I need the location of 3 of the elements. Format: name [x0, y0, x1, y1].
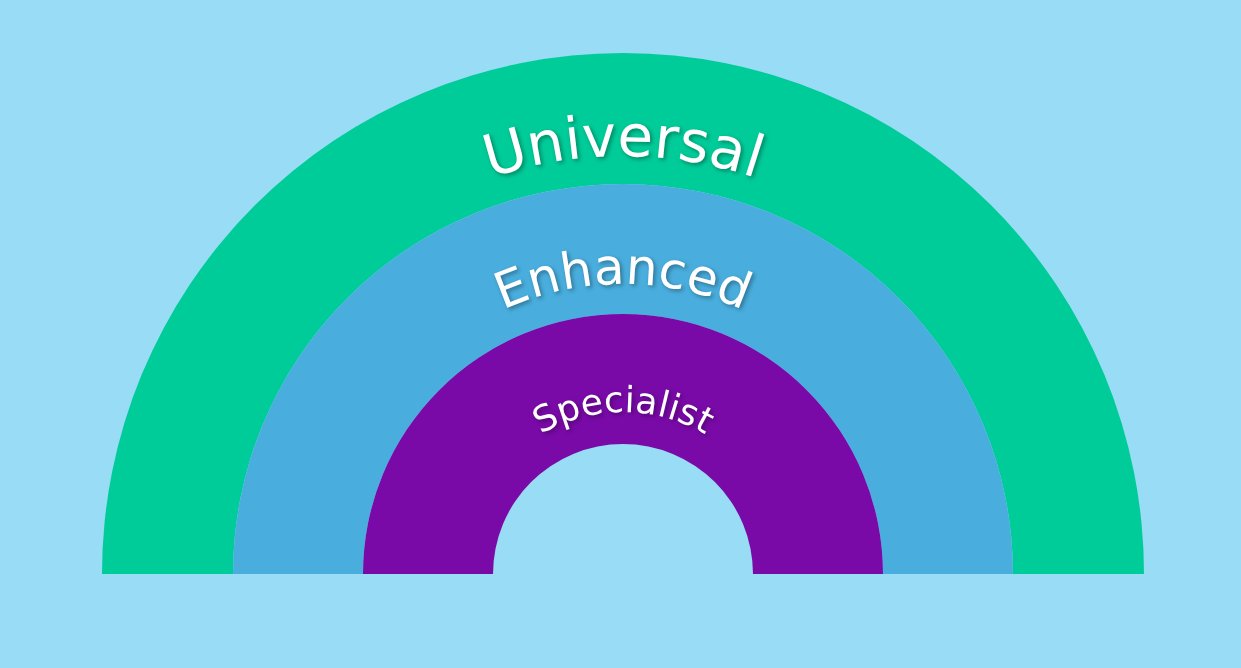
band-label: Enhanced	[486, 237, 760, 321]
band-label: Universal	[475, 101, 773, 192]
band-label: Specialist	[525, 378, 721, 442]
